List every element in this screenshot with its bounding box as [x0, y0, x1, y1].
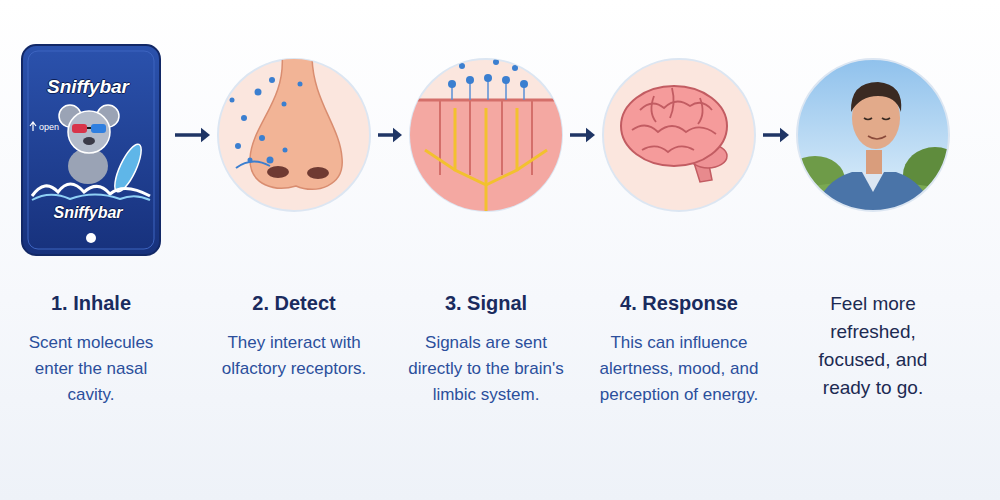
arrow-shaft: [378, 133, 395, 137]
step-description: This can influence alertness, mood, and …: [599, 330, 759, 408]
arrow-head: [393, 128, 402, 142]
step-heading: 1. Inhale: [11, 290, 171, 316]
brain-illustration: [603, 59, 755, 211]
brand-label: Sniffybar: [30, 204, 146, 222]
flow-arrow: [570, 128, 595, 142]
step-heading: 2. Detect: [214, 290, 374, 316]
open-tab-label: open: [39, 122, 69, 132]
arrow-shaft: [570, 133, 588, 137]
flow-arrow: [763, 128, 789, 142]
arrow-head: [586, 128, 595, 142]
nose-illustration: [218, 55, 370, 211]
step-description: Signals are sent directly to the brain's…: [406, 330, 566, 408]
flow-arrow: [175, 128, 210, 142]
step-node: 4. ResponseThis can influence alertness,…: [599, 45, 759, 408]
receptor-illustration: [408, 59, 566, 220]
person-photo: [780, 58, 967, 218]
arrow-head: [201, 128, 210, 142]
flow-arrow: [378, 128, 402, 142]
step-node: 1. InhaleScent molecules enter the nasal…: [11, 45, 171, 408]
step-heading: 3. Signal: [406, 290, 566, 316]
arrow-shaft: [763, 133, 782, 137]
arrow-head: [780, 128, 789, 142]
step-heading: 4. Response: [599, 290, 759, 316]
brand-label: Sniffybar: [26, 76, 150, 98]
step-node: 2. DetectThey interact with olfactory re…: [214, 45, 374, 382]
arrow-shaft: [175, 133, 203, 137]
outcome-text: Feel more refreshed, focused, and ready …: [793, 290, 953, 402]
step-node: 3. SignalSignals are sent directly to th…: [406, 45, 566, 408]
step-description: They interact with olfactory receptors.: [214, 330, 374, 382]
step-description: Scent molecules enter the nasal cavity.: [11, 330, 171, 408]
product-pack: [22, 45, 160, 255]
outcome-node: Feel more refreshed, focused, and ready …: [793, 45, 953, 402]
